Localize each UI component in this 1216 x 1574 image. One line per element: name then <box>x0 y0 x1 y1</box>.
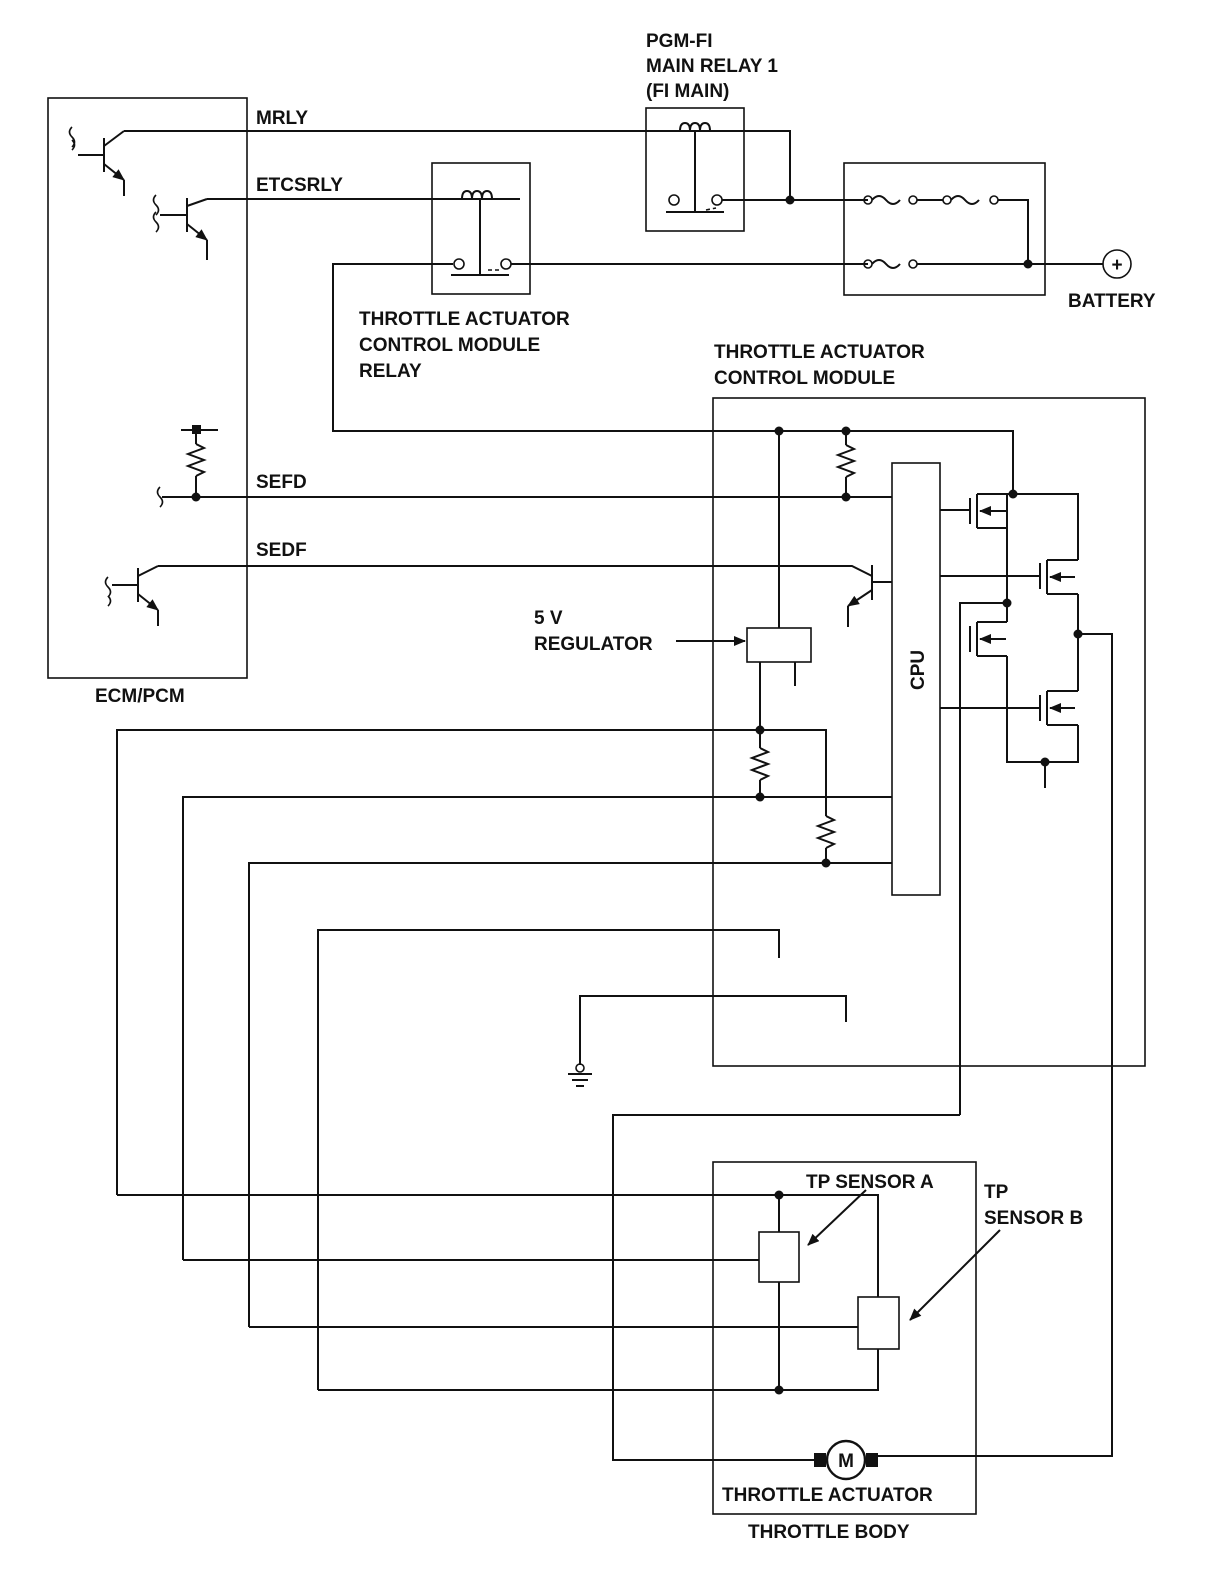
sedf-label: SEDF <box>256 540 307 561</box>
battery-label: BATTERY <box>1068 291 1156 312</box>
ecm-pcm-box <box>47 97 248 679</box>
sefd-label: SEFD <box>256 472 307 493</box>
tacm-relay-label-2: CONTROL MODULE <box>359 335 540 356</box>
resistor-icon <box>835 444 857 502</box>
main-relay-box <box>645 107 745 232</box>
mosfet-icon <box>940 489 1079 603</box>
sedf-wire <box>158 565 873 577</box>
mosfet-icon <box>873 629 1113 1457</box>
tacm-box <box>712 397 1146 1067</box>
battery-symbol: + <box>1111 255 1122 276</box>
tacm-label-2: CONTROL MODULE <box>714 368 895 389</box>
mrly-label: MRLY <box>256 108 308 129</box>
tacm-label-1: THROTTLE ACTUATOR <box>714 342 925 363</box>
cpu-label: CPU <box>908 650 929 690</box>
tp-sensor-b-box <box>857 1296 900 1350</box>
regulator-label-2: REGULATOR <box>534 634 653 655</box>
mosfet-icon <box>940 559 1079 691</box>
etcsrly-label: ETCSRLY <box>256 175 343 196</box>
tacm-relay-out-wire <box>332 263 1014 494</box>
fuse-icon <box>863 259 1103 269</box>
ground-icon <box>1029 788 1056 797</box>
main-relay-label-3: (FI MAIN) <box>646 81 729 102</box>
main-relay-label-2: MAIN RELAY 1 <box>646 56 778 77</box>
resistor-icon <box>749 730 771 802</box>
ground-icon <box>763 958 790 967</box>
transistor-icon <box>832 565 892 636</box>
ground-icon <box>830 1022 857 1031</box>
motor-label: M <box>838 1451 854 1472</box>
resistor-icon <box>156 425 218 508</box>
mrly-wire <box>124 130 791 200</box>
cpu-box <box>891 462 941 896</box>
mosfet-icon <box>959 598 1079 1115</box>
throttle-actuator-label: THROTTLE ACTUATOR <box>722 1485 933 1506</box>
throttle-body-box <box>712 1161 977 1515</box>
ecm-label: ECM/PCM <box>95 686 185 707</box>
tacm-relay-label-1: THROTTLE ACTUATOR <box>359 309 570 330</box>
throttle-body-label: THROTTLE BODY <box>748 1522 910 1543</box>
tp-sensor-b-label-1: TP <box>984 1182 1009 1203</box>
relay-coil-icon <box>451 189 512 276</box>
resistor-icon <box>815 815 837 868</box>
transistor-icon <box>68 126 135 205</box>
regulator-box <box>746 627 812 663</box>
battery-terminal-icon: + <box>1102 249 1132 279</box>
transistor-icon <box>152 194 218 269</box>
tp-sensor-a-label: TP SENSOR A <box>806 1172 934 1193</box>
tacm-relay-box <box>431 162 531 295</box>
tacm-relay-label-3: RELAY <box>359 361 422 382</box>
regulator-label-1: 5 V <box>534 608 563 629</box>
ground-icon <box>779 686 806 695</box>
fuse-icon <box>863 195 1029 264</box>
transistor-icon <box>104 565 169 635</box>
motor-icon: M <box>814 1439 878 1481</box>
relay-coil-icon <box>660 121 730 213</box>
tp-sensor-b-label-2: SENSOR B <box>984 1208 1083 1229</box>
fuse-box <box>843 162 1046 296</box>
tp-sensor-a-box <box>758 1231 800 1283</box>
main-relay-label-1: PGM-FI <box>646 31 713 52</box>
ground-icon <box>568 1063 592 1087</box>
